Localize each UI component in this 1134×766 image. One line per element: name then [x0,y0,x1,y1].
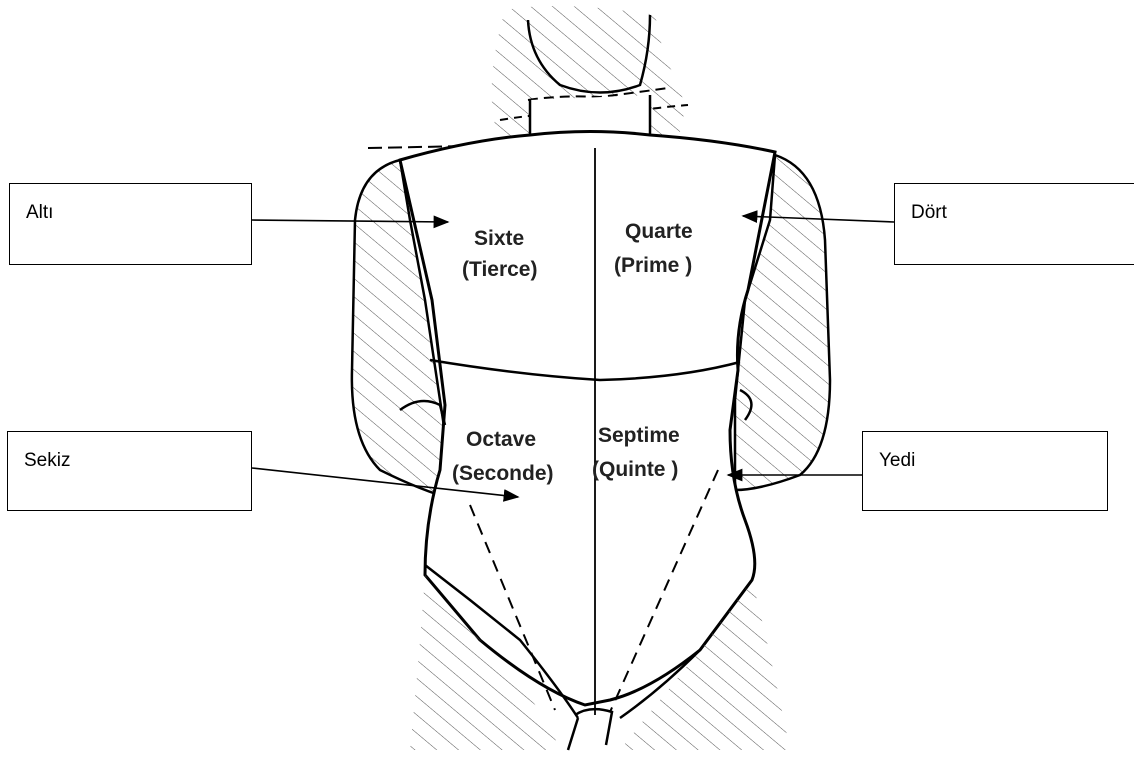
callout-sekiz-label: Sekiz [24,450,70,471]
zone-septime: Septime [598,424,680,447]
callout-dort-label: Dört [911,202,947,223]
callout-alti: Altı [9,183,252,265]
zone-quarte: Quarte [625,220,693,243]
callout-yedi-label: Yedi [879,450,915,471]
callout-dort: Dört [894,183,1134,265]
zone-tierce: (Tierce) [462,258,537,281]
callout-yedi: Yedi [862,431,1108,511]
zone-quinte: (Quinte ) [592,458,678,481]
zone-prime: (Prime ) [614,254,692,277]
zone-sixte: Sixte [474,227,524,250]
callout-alti-label: Altı [26,202,53,223]
zone-seconde: (Seconde) [452,462,554,485]
callout-sekiz: Sekiz [7,431,252,511]
zone-octave: Octave [466,428,536,451]
